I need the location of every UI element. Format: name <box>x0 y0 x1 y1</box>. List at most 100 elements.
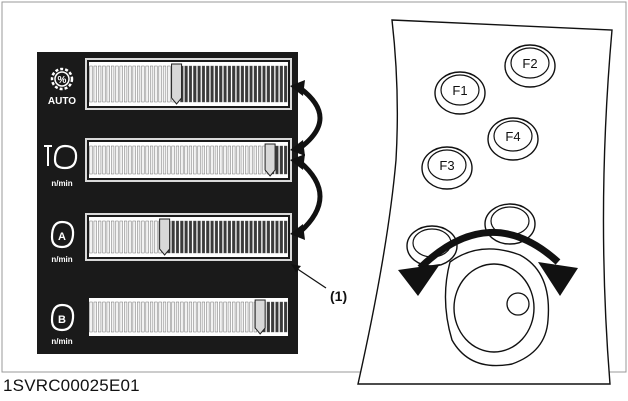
bar-segment <box>89 145 93 175</box>
rpm-bar-auto <box>85 58 292 110</box>
bar-segment <box>214 145 218 175</box>
bar-segment <box>236 65 240 103</box>
bar-segment <box>236 220 240 254</box>
bar-segment <box>102 220 106 254</box>
bar-segment <box>93 145 97 175</box>
function-key-f2: F2 <box>504 44 556 88</box>
bar-segment <box>128 301 132 333</box>
bar-segment <box>275 301 279 333</box>
rotation-arrow-icon <box>398 229 578 296</box>
bar-segment <box>197 301 201 333</box>
bar-segment <box>102 65 106 103</box>
bar-segment <box>175 301 180 333</box>
bar-segment <box>115 301 119 333</box>
f4-label: F4 <box>505 129 520 144</box>
bar-segment <box>171 220 175 254</box>
bar-segment <box>266 65 270 103</box>
bar-segment <box>188 65 193 103</box>
bar-segment <box>141 145 145 175</box>
bar-segment <box>158 301 162 333</box>
bar-segment <box>210 220 214 254</box>
function-key-f4: F4 <box>487 117 539 161</box>
bar-segment <box>262 65 266 103</box>
max-rpm-unit-label: n/min <box>51 179 72 188</box>
a-rpm-unit-label: n/min <box>51 255 72 264</box>
bar-segment <box>193 220 197 254</box>
bar-segment <box>154 145 158 175</box>
bar-segment <box>89 301 93 333</box>
bar-segment <box>124 65 128 103</box>
f1-label: F1 <box>452 83 467 98</box>
bar-segment <box>197 145 201 175</box>
rotary-dial <box>444 248 550 367</box>
bar-segment <box>279 220 283 254</box>
engine-a-rpm-icon: A n/min <box>50 220 75 264</box>
bar-segment <box>180 301 184 333</box>
bar-segment <box>271 220 275 254</box>
bar-segment <box>132 220 136 254</box>
bar-segment <box>149 301 154 333</box>
bar-segment <box>132 65 136 103</box>
rpm-bar-a <box>85 213 292 261</box>
bar-segment <box>106 220 110 254</box>
bar-segment <box>240 301 244 333</box>
bar-segment <box>193 65 197 103</box>
bar-segment <box>249 301 253 333</box>
bar-segment <box>232 220 236 254</box>
bar-segment <box>184 145 188 175</box>
bar-segment <box>197 220 201 254</box>
bar-segment <box>223 65 227 103</box>
bar-segment <box>210 65 214 103</box>
bar-segment <box>171 301 175 333</box>
bar-segment <box>232 145 236 175</box>
bar-segment <box>119 65 123 103</box>
bar-segment <box>106 65 110 103</box>
engine-max-rpm-icon: n/min <box>44 144 78 188</box>
bar-segment <box>214 301 218 333</box>
bar-segment <box>206 220 210 254</box>
bar-segment <box>119 220 123 254</box>
bar-segment <box>223 145 227 175</box>
bar-segment <box>111 65 115 103</box>
bar-segment <box>149 65 154 103</box>
bar-segment <box>93 220 97 254</box>
console-panel: F2 F1 F4 F3 <box>357 19 613 385</box>
bar-segment <box>258 145 262 175</box>
bar-segment <box>214 220 218 254</box>
bar-segment <box>167 65 171 103</box>
bar-segment <box>266 301 270 333</box>
bar-segment <box>201 220 206 254</box>
bar-segment <box>167 145 171 175</box>
bar-level-marker <box>254 299 266 335</box>
bar-segment <box>279 145 283 175</box>
bar-segment <box>193 301 197 333</box>
bar-level-marker <box>171 63 183 105</box>
a-rpm-icon-symbol: A <box>58 231 66 243</box>
bar-segment <box>249 220 253 254</box>
bar-segment <box>284 220 288 254</box>
bar-segment <box>245 145 249 175</box>
bar-segment <box>111 220 115 254</box>
bar-segment <box>249 65 253 103</box>
bar-segment <box>141 301 145 333</box>
b-rpm-unit-label: n/min <box>51 337 72 346</box>
bar-segment <box>158 145 162 175</box>
bar-segment <box>119 145 123 175</box>
bar-segment <box>223 301 227 333</box>
bar-segment <box>275 145 279 175</box>
display-panel: % AUTO n/min A n/min B n/min <box>37 52 298 354</box>
auto-icon-symbol: % <box>58 75 67 86</box>
b-rpm-icon-symbol: B <box>58 314 66 326</box>
bar-segment <box>98 65 102 103</box>
bar-segment <box>175 220 180 254</box>
bar-segment <box>227 145 231 175</box>
bar-segment <box>89 220 93 254</box>
bar-segment <box>279 301 283 333</box>
bar-segment <box>102 301 106 333</box>
bar-segment <box>240 65 244 103</box>
function-key-f3: F3 <box>421 146 473 190</box>
switch-arrow-upper <box>290 80 323 156</box>
bar-highlight-frame <box>85 58 292 110</box>
bar-segment <box>132 301 136 333</box>
